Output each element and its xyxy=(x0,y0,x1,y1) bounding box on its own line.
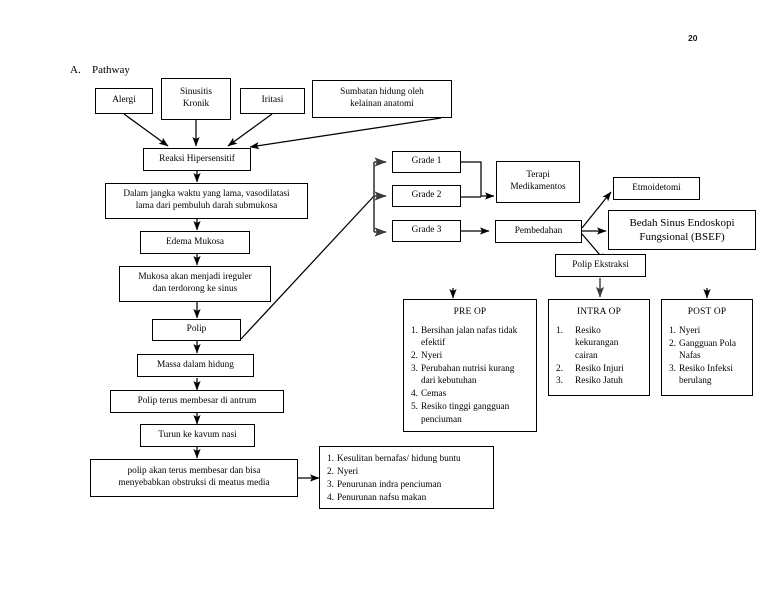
list-item-number: 3. xyxy=(411,364,418,375)
node-vasodilatasi[interactable]: Dalam jangka waktu yang lama, vasodilata… xyxy=(105,183,308,219)
node-obstruksi-line1: polip akan terus membesar dan bisa xyxy=(127,466,261,477)
list-item-text: Penurunan indra penciuman xyxy=(336,479,442,490)
node-obstruksi-meatus[interactable]: polip akan terus membesar dan bisa menye… xyxy=(90,459,298,497)
list-item-text: Perubahan nutrisi kurang dari kebutuhan xyxy=(420,364,515,387)
node-reaksi-hipersensitif[interactable]: Reaksi Hipersensitif xyxy=(143,148,251,171)
node-sinusitis-kronik[interactable]: Sinusitis Kronik xyxy=(161,78,231,120)
list-item: 3.Resiko Infeksi berulang xyxy=(669,363,745,388)
node-pre-op[interactable]: PRE OP 1.Bersihan jalan nafas tidak efek… xyxy=(403,299,537,432)
list-item-text: Cemas xyxy=(420,389,447,400)
node-sumbatan-line1: Sumbatan hidung oleh xyxy=(340,87,424,98)
list-item: 2. Resiko Injuri xyxy=(556,363,642,375)
list-item-number: 1. xyxy=(669,326,676,337)
node-sinusitis-kronik-line2: Kronik xyxy=(182,99,210,109)
page-number: 20 xyxy=(688,33,698,43)
list-item-number: 1. xyxy=(556,326,563,337)
list-item-number: 3. xyxy=(327,479,334,490)
node-iritasi[interactable]: Iritasi xyxy=(240,88,305,114)
node-grade-3[interactable]: Grade 3 xyxy=(392,220,461,242)
list-item-number: 2. xyxy=(556,363,563,374)
list-item-text: Bersihan jalan nafas tidak efektif xyxy=(420,326,518,349)
node-sumbatan-line2: kelainan anatomi xyxy=(350,99,414,109)
node-turun-kavum-nasi[interactable]: Turun ke kavum nasi xyxy=(140,424,255,447)
list-item-text: Kesulitan bernafas/ hidung buntu xyxy=(336,454,461,464)
list-item: 3. Resiko Jatuh xyxy=(556,375,642,387)
list-item-number: 4. xyxy=(327,492,334,503)
section-heading: A. Pathway xyxy=(70,64,130,76)
list-item-number: 2. xyxy=(669,338,676,349)
node-grade-2[interactable]: Grade 2 xyxy=(392,185,461,207)
node-terapi-line2: Medikamentos xyxy=(510,182,566,192)
list-item-text: Resiko Injuri xyxy=(575,363,624,374)
list-item-text: Nyeri xyxy=(336,466,359,477)
list-item: 4.Penurunan nafsu makan xyxy=(327,492,486,504)
node-intra-op[interactable]: INTRA OP 1. Resiko kekurangan cairan 2. Res… xyxy=(548,299,650,396)
list-item-text: Penurunan nafsu makan xyxy=(336,492,427,503)
list-item-text: Resiko Infeksi berulang xyxy=(678,364,733,387)
node-bsef-line1: Bedah Sinus Endoskopi xyxy=(629,216,735,229)
list-item: 2.Nyeri xyxy=(327,466,486,478)
node-mukosa-line1: Mukosa akan menjadi ireguler xyxy=(138,272,252,283)
node-bsef-line2: Fungsional (BSEF) xyxy=(639,231,725,243)
node-vasodilatasi-line1: Dalam jangka waktu yang lama, vasodilata… xyxy=(123,189,290,200)
node-polip[interactable]: Polip xyxy=(152,319,241,341)
list-item: 1.Kesulitan bernafas/ hidung buntu xyxy=(327,453,486,465)
node-pembedahan[interactable]: Pembedahan xyxy=(495,220,582,243)
pre-op-title: PRE OP xyxy=(453,307,487,317)
list-item-text: Resiko Jatuh xyxy=(575,376,623,387)
node-polip-antrum[interactable]: Polip terus membesar di antrum xyxy=(110,390,284,413)
list-item: 1. Resiko kekurangan cairan xyxy=(556,325,642,362)
node-terapi-medikamentos[interactable]: Terapi Medikamentos xyxy=(496,161,580,203)
list-item: 2.Gangguan Pola Nafas xyxy=(669,338,745,363)
list-item-text: Nyeri xyxy=(420,351,443,362)
intra-op-list: 1. Resiko kekurangan cairan 2. Resiko Injur… xyxy=(556,325,642,388)
list-item-number: 3. xyxy=(669,364,676,375)
list-item-number: 4. xyxy=(411,389,418,400)
list-item-number: 3. xyxy=(556,376,563,387)
list-item-number: 2. xyxy=(327,466,334,477)
node-sumbatan-hidung[interactable]: Sumbatan hidung oleh kelainan anatomi xyxy=(312,80,452,118)
list-item: 1.Nyeri xyxy=(669,325,745,337)
node-etmoidetomi[interactable]: Etmoidetomi xyxy=(613,177,700,200)
list-item: 4.Cemas xyxy=(411,388,529,400)
node-obstruksi-line2: menyebabkan obstruksi di meatus media xyxy=(118,478,270,488)
section-letter: A. xyxy=(70,64,81,76)
node-polip-ekstraksi[interactable]: Polip Ekstraksi xyxy=(555,254,646,277)
list-item: 5.Resiko tinggi gangguan penciuman xyxy=(411,401,529,426)
node-bsef[interactable]: Bedah Sinus Endoskopi Fungsional (BSEF) xyxy=(608,210,756,250)
list-item-text: Resiko kekurangan cairan xyxy=(575,326,619,361)
list-item-text: Resiko tinggi gangguan penciuman xyxy=(420,402,510,425)
list-item-number: 5. xyxy=(411,402,418,413)
list-item: 1.Bersihan jalan nafas tidak efektif xyxy=(411,325,529,350)
node-alergi[interactable]: Alergi xyxy=(95,88,153,114)
list-item-number: 1. xyxy=(411,326,418,337)
node-terapi-line1: Terapi xyxy=(526,170,550,181)
list-item: 3.Perubahan nutrisi kurang dari kebutuha… xyxy=(411,363,529,388)
section-title-text: Pathway xyxy=(92,64,130,76)
node-mukosa-line2: dan terdorong ke sinus xyxy=(152,284,238,294)
node-mukosa-ireguler[interactable]: Mukosa akan menjadi ireguler dan terdoro… xyxy=(119,266,271,302)
node-grade-1[interactable]: Grade 1 xyxy=(392,151,461,173)
list-item-text: Nyeri xyxy=(678,326,701,337)
node-sinusitis-kronik-line1: Sinusitis xyxy=(179,87,213,98)
list-item-number: 2. xyxy=(411,351,418,362)
node-vasodilatasi-line2: lama dari pembuluh darah submukosa xyxy=(135,201,278,211)
list-item-number: 1. xyxy=(327,454,334,464)
list-item: 2.Nyeri xyxy=(411,350,529,362)
post-op-title: POST OP xyxy=(687,307,727,317)
list-item-text: Gangguan Pola Nafas xyxy=(678,338,737,362)
node-massa-dalam-hidung[interactable]: Massa dalam hidung xyxy=(137,354,254,377)
node-edema-mukosa[interactable]: Edema Mukosa xyxy=(140,231,250,254)
list-item: 3.Penurunan indra penciuman xyxy=(327,479,486,491)
intra-op-title: INTRA OP xyxy=(576,307,622,317)
